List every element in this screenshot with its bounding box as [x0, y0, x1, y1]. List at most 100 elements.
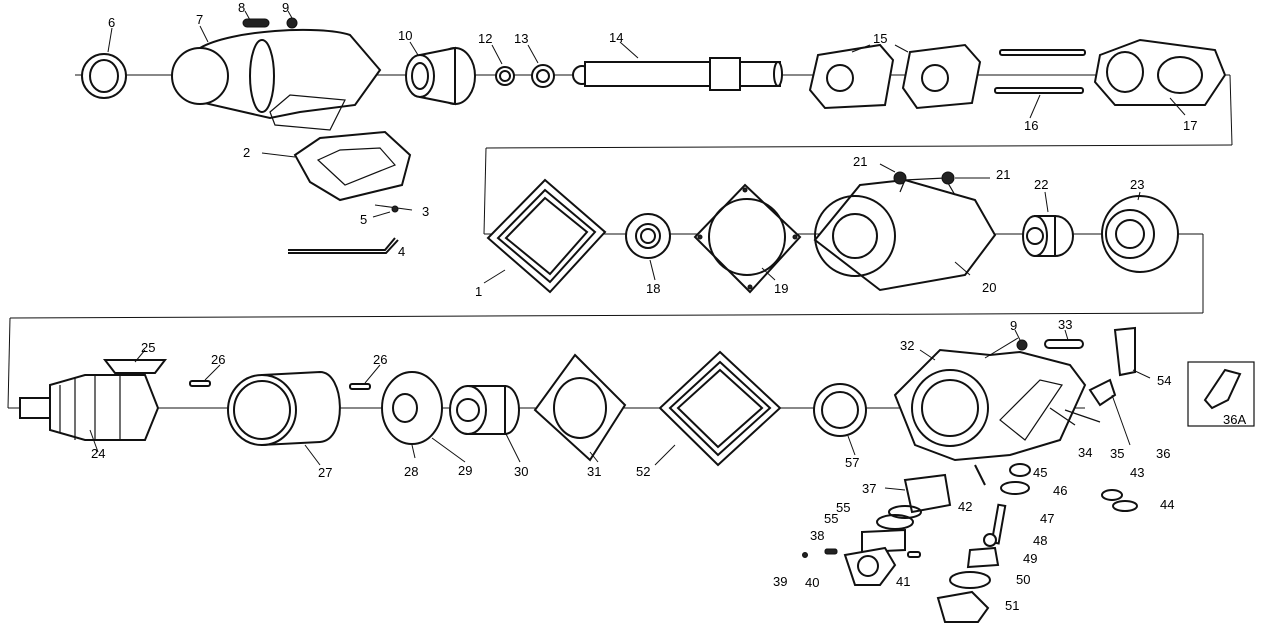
callout-45: 45 — [1033, 465, 1047, 480]
part-18-bearing — [625, 213, 671, 281]
callout-27: 27 — [318, 465, 332, 480]
part-55-38-orings — [861, 505, 922, 554]
callout-26b: 26 — [373, 352, 387, 367]
part-22-bearing — [1022, 191, 1074, 257]
part-36a-inset — [1187, 361, 1255, 427]
part-31-gasket — [533, 353, 627, 463]
callout-3: 3 — [422, 204, 429, 219]
callout-1: 1 — [475, 284, 482, 299]
part-38-plug — [843, 546, 897, 586]
part-12-ring — [491, 44, 515, 86]
part-1-seal — [483, 178, 607, 294]
callout-15: 15 — [873, 31, 887, 46]
part-27-cylinder — [227, 370, 341, 466]
callout-46: 46 — [1053, 483, 1067, 498]
callout-39: 39 — [773, 574, 787, 589]
part-14-anvil — [572, 41, 783, 91]
callout-20: 20 — [982, 280, 996, 295]
part-54-trigger-bar — [1113, 326, 1151, 379]
callout-7: 7 — [196, 12, 203, 27]
part-43-44-rings — [1101, 489, 1138, 512]
callout-47: 47 — [1040, 511, 1054, 526]
callout-57: 57 — [845, 455, 859, 470]
callout-21a: 21 — [853, 154, 867, 169]
part-17-hammer-frame — [1093, 38, 1227, 116]
callout-18: 18 — [646, 281, 660, 296]
callout-49: 49 — [1023, 551, 1037, 566]
callout-37: 37 — [862, 481, 876, 496]
part-23-rear-plate — [1101, 191, 1179, 273]
callout-14: 14 — [609, 30, 623, 45]
callout-5: 5 — [360, 212, 367, 227]
callout-43: 43 — [1130, 465, 1144, 480]
callout-26a: 26 — [211, 352, 225, 367]
callout-8: 8 — [238, 0, 245, 15]
callout-48: 48 — [1033, 533, 1047, 548]
callout-6: 6 — [108, 15, 115, 30]
callout-12: 12 — [478, 31, 492, 46]
part-32-main-housing — [893, 337, 1087, 462]
part-39-40-41 — [802, 548, 921, 558]
part-3-5-pin — [372, 204, 413, 218]
callout-44: 44 — [1160, 497, 1174, 512]
callout-40: 40 — [805, 575, 819, 590]
part-20-motor-housing — [813, 177, 997, 292]
callout-25: 25 — [141, 340, 155, 355]
part-7-hammer-case — [171, 10, 382, 131]
part-30-ball-bearing — [449, 385, 521, 463]
part-45-46-47-valve-stem — [966, 463, 1031, 569]
callout-41: 41 — [896, 574, 910, 589]
callout-19: 19 — [774, 281, 788, 296]
part-34-35-36-trigger — [1049, 378, 1131, 446]
callout-16: 16 — [1024, 118, 1038, 133]
callout-32: 32 — [900, 338, 914, 353]
callout-9a: 9 — [282, 0, 289, 15]
part-15-hammer-pair — [808, 43, 982, 110]
callout-23: 23 — [1130, 177, 1144, 192]
callout-2: 2 — [243, 145, 250, 160]
part-21-screws — [879, 163, 990, 185]
callout-50: 50 — [1016, 572, 1030, 587]
callout-13: 13 — [514, 31, 528, 46]
part-19-end-plate — [693, 183, 802, 294]
part-26-pins — [189, 364, 381, 390]
callout-29: 29 — [458, 463, 472, 478]
part-25-vane — [102, 349, 168, 374]
callout-28: 28 — [404, 464, 418, 479]
callout-31: 31 — [587, 464, 601, 479]
part-33-screw — [1014, 329, 1084, 351]
callout-10: 10 — [398, 28, 412, 43]
callout-21b: 21 — [996, 167, 1010, 182]
callout-33: 33 — [1058, 317, 1072, 332]
callout-42: 42 — [958, 499, 972, 514]
callout-17: 17 — [1183, 118, 1197, 133]
callout-51: 51 — [1005, 598, 1019, 613]
part-4-hex-wrench — [288, 237, 399, 254]
callout-36a: 36A — [1223, 412, 1246, 427]
part-50-51-cap — [936, 571, 991, 623]
callout-55b: 55 — [824, 511, 838, 526]
callout-35: 35 — [1110, 446, 1124, 461]
callout-30: 30 — [514, 464, 528, 479]
part-2-gasket — [261, 130, 412, 202]
callout-54: 54 — [1157, 373, 1171, 388]
part-6-bushing — [81, 27, 127, 99]
callout-4: 4 — [398, 244, 405, 259]
part-37-valve — [884, 473, 952, 514]
part-24-rotor — [19, 374, 160, 453]
part-29-end-plate — [381, 371, 466, 463]
part-16-hammer-pins — [994, 49, 1086, 119]
callout-38: 38 — [810, 528, 824, 543]
callout-36: 36 — [1156, 446, 1170, 461]
callout-55a: 55 — [836, 500, 850, 515]
callout-24: 24 — [91, 446, 105, 461]
callout-labels: 1 2 3 4 5 6 7 8 9 10 12 13 14 15 16 17 1… — [91, 0, 1246, 613]
part-13-ring — [527, 44, 555, 88]
part-57-ring — [813, 383, 867, 456]
callout-34: 34 — [1078, 445, 1092, 460]
part-10-anvil-bushing — [405, 41, 476, 106]
part-42-pin — [974, 464, 986, 486]
callout-52: 52 — [636, 464, 650, 479]
callout-22: 22 — [1034, 177, 1048, 192]
